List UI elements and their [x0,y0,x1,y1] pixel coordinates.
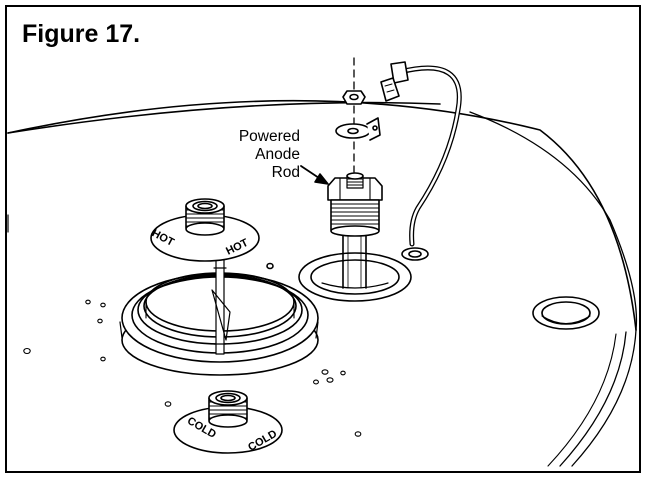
callout-line-2: Anode [255,146,300,163]
anode-hardware [335,57,381,173]
center-flange [119,257,319,376]
hot-fitting: HOT HOT [150,198,260,262]
figure-frame [5,5,641,473]
callout-line-3: Rod [271,164,300,181]
callout-arrowhead [314,173,329,185]
tank-holes [23,299,362,437]
cold-fitting: COLD COLD [173,390,283,454]
anode-rod-head [327,172,383,237]
tank-top-outline [7,99,638,467]
side-port [532,296,600,330]
figure-title: Figure 17. [22,20,141,48]
anode-wire [380,61,462,261]
anode-rod-callout: Powered Anode Rod [200,128,300,182]
anode-port [298,229,412,302]
callout-line-1: Powered [238,128,300,145]
